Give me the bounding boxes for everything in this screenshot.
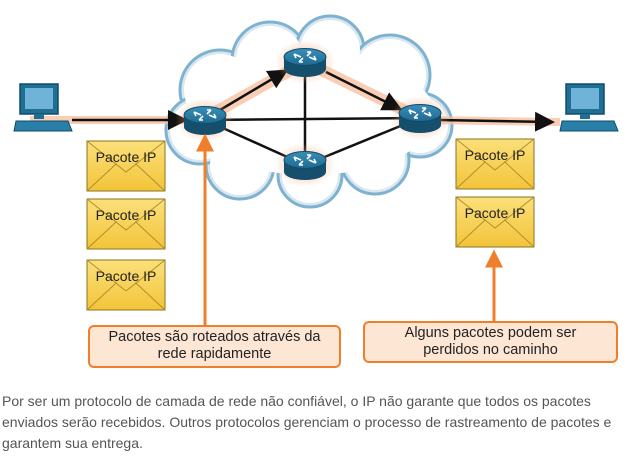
envelope-label: Pacote IP (96, 149, 157, 165)
callout-left-line1: Pacotes são roteados através da (108, 329, 321, 345)
router-icon (175, 98, 235, 142)
envelope-icon: Pacote IP (86, 259, 166, 311)
callout-packets-lost: Alguns pacotes podem ser perdidos no cam… (363, 321, 618, 363)
caption-text: Por ser um protocolo de camada de rede n… (2, 393, 612, 451)
router-icon (390, 96, 450, 140)
arrow-router-right (325, 70, 403, 111)
envelope-label: Pacote IP (96, 268, 157, 284)
envelope-label: Pacote IP (465, 205, 526, 221)
envelope-label: Pacote IP (96, 207, 157, 223)
router-icon (275, 143, 335, 187)
envelope-icon: Pacote IP (86, 140, 166, 192)
callout-left-line2: rede rapidamente (157, 346, 272, 362)
computer-icon (13, 83, 73, 132)
arrow-router-to-pc (439, 111, 555, 132)
envelope-icon: Pacote IP (455, 138, 535, 190)
callout-fast-routing: Pacotes são roteados através da rede rap… (88, 325, 341, 368)
callout-right-line1: Alguns pacotes podem ser (404, 325, 577, 341)
packet-flow-arrows (72, 69, 555, 132)
envelope-icon: Pacote IP (455, 196, 535, 248)
callout-right-line2: perdidos no caminho (423, 342, 558, 358)
envelope-label: Pacote IP (465, 147, 526, 163)
arrow-router-top (219, 69, 289, 112)
router-icon (275, 40, 335, 84)
computer-icon (559, 83, 619, 132)
envelope-icon: Pacote IP (86, 198, 166, 250)
